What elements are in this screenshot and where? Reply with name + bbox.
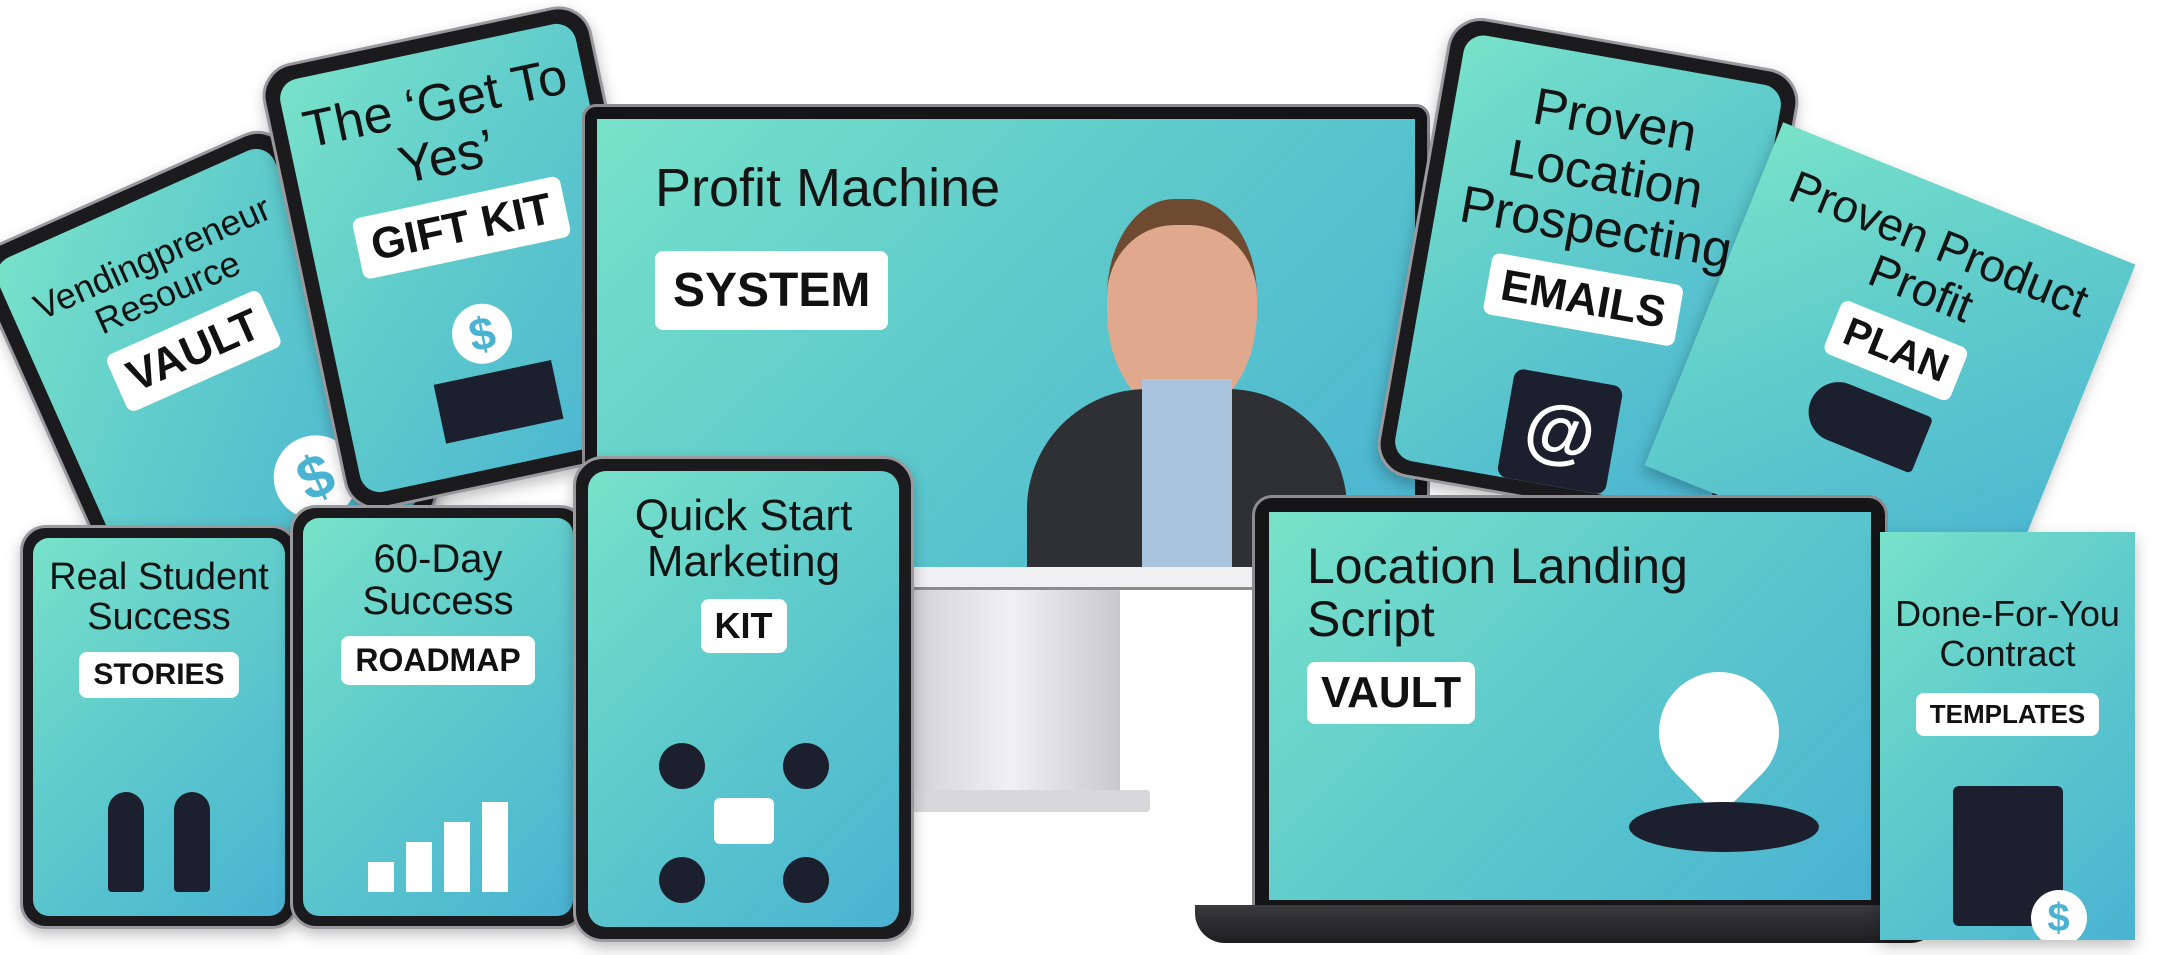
document-dollar-icon: $ xyxy=(1952,786,2087,940)
roadmap-title: 60-Day Success xyxy=(362,537,514,623)
email-notebook-icon: @ xyxy=(1496,367,1624,496)
templates-tag: TEMPLATES xyxy=(1915,693,2100,737)
stories-title: Real Student Success xyxy=(49,556,269,638)
growth-chart-icon xyxy=(368,802,508,892)
stories-tablet: Real Student Success STORIES xyxy=(20,525,298,929)
presenter-photo xyxy=(1027,179,1347,567)
laptop-screen: Location Landing Script VAULT xyxy=(1269,512,1871,900)
system-tag: SYSTEM xyxy=(655,251,889,330)
landing-tag: VAULT xyxy=(1307,662,1476,724)
roadmap-tablet: 60-Day Success ROADMAP xyxy=(290,505,586,929)
templates-title: Done-For-You Contract xyxy=(1895,593,2120,674)
high-five-icon xyxy=(108,792,210,892)
monitor-stand xyxy=(900,570,1120,800)
roadmap-tag: ROADMAP xyxy=(341,636,535,685)
monitor-base xyxy=(870,790,1150,812)
kit-title: Quick Start Marketing xyxy=(634,491,853,587)
kit-tablet: Quick Start Marketing KIT xyxy=(573,456,914,942)
gift-box-dollar-icon: $ xyxy=(409,289,575,455)
system-title: Profit Machine xyxy=(655,158,1001,218)
laptop: Location Landing Script VAULT xyxy=(1252,495,1888,908)
monitor-screen: Profit Machine SYSTEM xyxy=(597,119,1415,567)
templates-ebook: Done-For-You Contract TEMPLATES $ xyxy=(1880,532,2135,940)
map-pin-icon xyxy=(1634,647,1804,817)
laptop-base xyxy=(1195,905,1940,943)
stories-tag: STORIES xyxy=(79,651,239,698)
kit-tag: KIT xyxy=(700,599,787,654)
network-briefcase-icon xyxy=(658,743,829,903)
landing-title: Location Landing Script xyxy=(1307,538,1688,647)
emails-title: Proven Location Prospecting xyxy=(1455,77,1737,281)
